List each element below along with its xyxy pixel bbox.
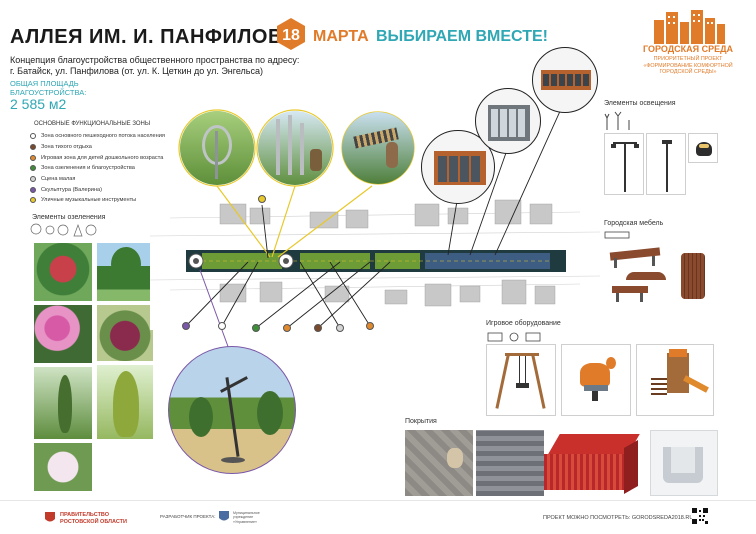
red-rose-bush-image	[33, 242, 93, 302]
marker-stage-dot	[336, 324, 344, 332]
area-label-2: БЛАГОУСТРОЙСТВА:	[10, 87, 87, 97]
legend-label: Зона озеленения и благоустройства	[41, 165, 135, 172]
logo-subtitle: ПРИОРИТЕТНЫЙ ПРОЕКТ «ФОРМИРОВАНИЕ КОМФОР…	[628, 56, 748, 76]
gov-line-1: ПРАВИТЕЛЬСТВО	[60, 512, 110, 518]
legend-item: Уличные музыкальные инструменты	[30, 195, 190, 206]
march-text: МАРТА	[313, 28, 369, 45]
thuja-image	[96, 364, 154, 440]
site-plan	[150, 190, 600, 330]
legend-dot	[30, 165, 36, 172]
concept-line-2: г. Батайск, ул. Панфилова (от. ул. К. Це…	[10, 66, 264, 76]
benches-image	[604, 244, 672, 306]
legend-dot	[30, 133, 36, 140]
march-18-badge: 18	[277, 18, 305, 50]
legend-label: Уличные музыкальные инструменты	[41, 197, 137, 204]
page-title: АЛЛЕЯ ИМ. И. ПАНФИЛОВА	[10, 26, 297, 48]
spring-rocker-image	[561, 344, 631, 416]
legend-dot	[30, 154, 36, 161]
play-complex-image	[636, 344, 714, 416]
paving-stone-image	[476, 430, 544, 496]
lighting-title: Элементы освещения	[604, 100, 676, 107]
marker-play-dot-2	[366, 322, 374, 330]
legend-label: Скульптура (Валерина)	[41, 186, 102, 193]
government-label: ПРАВИТЕЛЬСТВО РОСТОВСКОЙ ОБЛАСТИ	[60, 512, 127, 526]
dev-line-1: Муниципальное	[233, 511, 260, 515]
legend-label: Игровая зона для детей дошкольного возра…	[41, 154, 164, 161]
legend-label: Сцена малая	[41, 176, 76, 183]
trash-bin-image	[681, 253, 705, 299]
pink-flowers-image	[33, 304, 93, 364]
legend-dot	[30, 197, 36, 204]
project-site-link[interactable]: ПРОЕКТ МОЖНО ПОСМОТРЕТЬ: GORODSREDA2018.…	[543, 515, 694, 521]
marker-rest-dot	[314, 324, 322, 332]
ground-lamp-image	[688, 133, 718, 163]
legend: Зона основного пешеходного потока населе…	[30, 131, 190, 206]
sculpture-ballerina-image	[168, 346, 296, 474]
city-skyline-logo-icon	[654, 10, 725, 44]
legend-dot	[30, 144, 36, 151]
logo-name: ГОРОДСКАЯ СРЕДА	[642, 44, 734, 54]
purple-shrub-image	[96, 304, 154, 362]
music-instrument-image-1	[180, 111, 254, 185]
logo-sub-2: «ФОРМИРОВАНИЕ КОМФОРТНОЙ	[643, 62, 733, 69]
legend-item: Скульптура (Валерина)	[30, 184, 190, 195]
marker-play-dot	[283, 324, 291, 332]
concept-description: Концепция благоустройства общественного …	[10, 55, 330, 77]
legend-title: ОСНОВНЫЕ ФУНКЦИОНАЛЬНЫЕ ЗОНЫ	[34, 121, 151, 127]
logo-sub-3: ГОРОДСКОЙ СРЕДЫ»	[659, 69, 717, 75]
developer-name: Муниципальное учреждение «Управление»	[233, 511, 293, 524]
kiosk-image-2	[475, 88, 541, 154]
developer-label: РАЗРАБОТЧИК ПРОЕКТА:	[160, 514, 216, 519]
tree-symbols-icon	[30, 223, 97, 237]
area-label: ОБЩАЯ ПЛОЩАДЬ БЛАГОУСТРОЙСТВА:	[10, 79, 120, 97]
legend-label: Зона основного пешеходного потока населе…	[41, 133, 165, 140]
dev-line-2: учреждение	[233, 515, 254, 520]
developer-emblem-icon	[219, 511, 229, 521]
street-lamp-double-image	[604, 133, 644, 195]
legend-item: Игровая зона для детей дошкольного возра…	[30, 152, 190, 163]
play-symbols-icon	[487, 332, 541, 342]
legend-item: Сцена малая	[30, 174, 190, 185]
marker-sculpture-dot	[182, 322, 190, 330]
juniper-image	[33, 366, 93, 440]
logo-sub-1: ПРИОРИТЕТНЫЙ ПРОЕКТ	[653, 56, 723, 62]
coat-of-arms-icon	[45, 512, 55, 522]
kiosk-image-1	[421, 130, 495, 204]
legend-label: Зона тихого отдыха	[41, 144, 92, 151]
dev-line-3: «Управление»	[233, 519, 257, 524]
legend-dot	[30, 176, 36, 183]
coverings-title: Покрытия	[405, 418, 437, 425]
kiosk-image-3	[532, 47, 598, 113]
legend-item: Зона тихого отдыха	[30, 142, 190, 153]
legend-item: Зона основного пешеходного потока населе…	[30, 131, 190, 142]
lighting-symbols-icon	[604, 111, 630, 130]
furniture-symbol-icon	[604, 231, 630, 239]
greenery-title: Элементы озеленения	[32, 214, 106, 221]
footer	[0, 500, 756, 534]
music-instrument-image-2	[258, 111, 332, 185]
badge-number: 18	[282, 27, 300, 44]
curb-stone-image	[650, 430, 718, 496]
music-instrument-image-3	[342, 112, 414, 184]
marker-music-dot	[258, 195, 266, 203]
marker-greenery-dot	[252, 324, 260, 332]
area-label-1: ОБЩАЯ ПЛОЩАДЬ	[10, 79, 79, 88]
rubber-coating-image	[544, 432, 644, 495]
qr-code-icon[interactable]	[692, 508, 708, 524]
gov-line-2: РОСТОВСКОЙ ОБЛАСТИ	[60, 519, 127, 525]
swing-image	[486, 344, 556, 416]
concept-line-1: Концепция благоустройства общественного …	[10, 55, 300, 65]
choose-together-text: ВЫБИРАЕМ ВМЕСТЕ!	[376, 28, 548, 45]
area-value: 2 585 м2	[10, 96, 67, 112]
marker-pedestrian-dot	[218, 322, 226, 330]
white-flowers-image	[33, 442, 93, 492]
paving-tiles-image	[405, 430, 473, 496]
legend-dot	[30, 186, 36, 193]
street-lamp-single-image	[646, 133, 686, 195]
legend-item: Зона озеленения и благоустройства	[30, 163, 190, 174]
furniture-title: Городская мебель	[604, 220, 664, 227]
play-equipment-title: Игровое оборудование	[486, 320, 561, 327]
